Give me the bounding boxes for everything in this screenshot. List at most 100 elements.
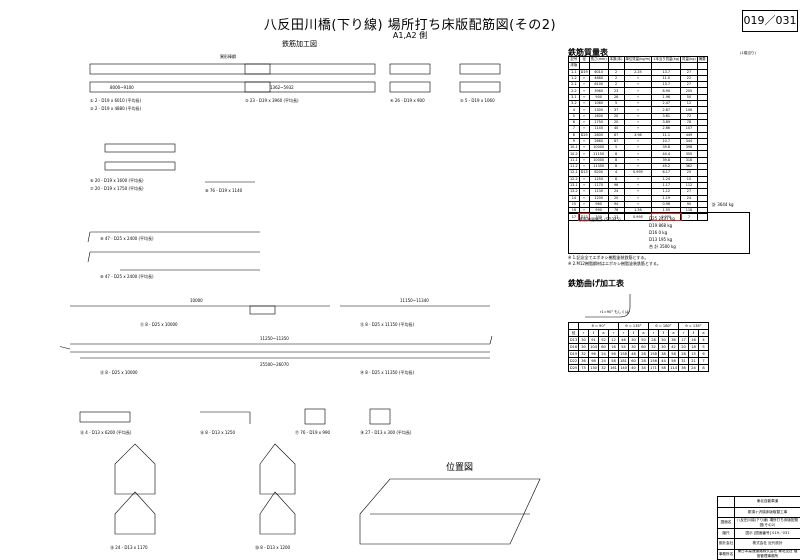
table-cell: 900	[588, 93, 609, 102]
rebar-bending-drawing: ① 2 - D19 x 6010 (平均長) ② 2 - D19 x 4880 …	[60, 53, 541, 550]
dim-6: 11250~11350	[260, 336, 289, 341]
table-cell: 36	[668, 336, 679, 344]
table-cell: 20	[678, 343, 689, 351]
table-cell: 46	[618, 336, 629, 344]
table-cell: 13-1	[568, 181, 580, 190]
table-cell: 17	[678, 336, 689, 344]
label-10: ⑩ 47 - D25 x 2400 (平均長)	[100, 273, 154, 279]
dim-1: 8000~9100	[110, 85, 134, 90]
title-block-key: 設計会社	[718, 539, 735, 549]
table-cell	[696, 74, 708, 83]
table-cell: 1750	[588, 118, 609, 127]
bend-col-header: r	[648, 329, 659, 337]
table-cell: 52	[598, 336, 609, 344]
table-cell	[696, 68, 708, 76]
table-cell: 24	[598, 357, 609, 365]
table-cell: 56	[608, 350, 619, 358]
bend-col-header: r	[608, 329, 619, 337]
table-cell: 4	[698, 336, 709, 344]
label-11: ⑪ 8 - D25 x 10000	[140, 321, 178, 327]
bend-col-header: a	[598, 329, 609, 337]
table-cell	[696, 100, 708, 108]
table-cell: 4880	[588, 74, 609, 83]
table-cell: 181	[618, 357, 629, 365]
summary-row: D25 2437 kg	[649, 216, 675, 221]
table-cell: 104	[588, 343, 599, 351]
title-block-value: 東日本高速道路株式会社 東北支社 福島管理事務所	[737, 549, 798, 559]
section-title: 鉄筋加工図	[282, 40, 317, 48]
table-cell: 38	[658, 350, 669, 358]
table-cell: 28	[638, 357, 649, 365]
table-cell: 6100	[588, 81, 609, 89]
summary-row: 合 計 3500 kg	[649, 244, 676, 249]
table-cell: 58	[658, 364, 669, 372]
title-block-value: 東北自動車道	[756, 499, 779, 504]
label-17: ⑰ 76 - D19 x 990	[295, 429, 331, 435]
table-cell: 2.47	[651, 100, 682, 108]
table-cell	[696, 93, 708, 102]
title-block-value: 図示 [図面番号] 019／031	[745, 530, 790, 535]
table-cell: 15	[688, 350, 699, 358]
table-cell: 91	[588, 336, 599, 344]
table-cell: 11-1	[568, 156, 580, 165]
table-cell: 30	[628, 336, 639, 344]
table-cell: 28	[638, 350, 649, 358]
bend-col-header: ℓ	[628, 329, 639, 337]
label-18: ⑱ 27 - D13 x 300 (平均長)	[360, 429, 412, 435]
title-block-key: 事務所名	[718, 549, 735, 559]
table-cell: D19	[568, 350, 579, 358]
table-cell: 12-1	[568, 169, 580, 177]
table-cell: 54	[618, 343, 629, 351]
bend-col-header: a	[668, 329, 679, 337]
table-cell: 300	[588, 213, 609, 221]
table-cell: 12-2	[568, 175, 580, 183]
summary-label: 鉄筋質量集計 (SD345)	[579, 217, 621, 222]
table-cell: 30	[658, 336, 669, 344]
table-cell: D22	[568, 357, 579, 365]
label-2: ② 2 - D19 x 4880 (平均長)	[90, 105, 141, 111]
dim-4: 11150~11340	[400, 298, 429, 303]
table-cell: 6010	[588, 68, 609, 76]
table-cell: 10-1	[568, 144, 580, 152]
table-cell: 30	[578, 336, 589, 344]
dim-2: 1362~5932	[270, 85, 294, 90]
title-block-key	[718, 497, 735, 507]
rebar-col-header: 長さ(mm)	[588, 55, 609, 64]
rebar-subtotal: 計 3644 kg	[712, 202, 734, 207]
table-cell: 32	[648, 343, 659, 351]
label-3: ③ 23 - D19 x 3960 (平均長)	[245, 97, 299, 103]
table-cell: D13	[568, 336, 579, 344]
label-19: ⑲ 24 - D13 x 1170	[110, 544, 148, 550]
table-cell: 24	[598, 350, 609, 358]
table-cell: 158	[648, 350, 659, 358]
label-20: ⑳ 8 - D13 x 1200	[255, 544, 291, 550]
table-cell: 58	[608, 357, 619, 365]
table-cell: 56	[668, 357, 679, 365]
rebar-col-header: 1本当り質量(kg)	[651, 55, 682, 64]
title-block-value: 那須ヶ沢橋床版取替工事	[747, 509, 788, 514]
table-row: 床版	[568, 62, 708, 70]
bend-col-header: ℓ	[658, 329, 669, 337]
bending-note: r1=90° もしくは	[600, 310, 629, 314]
rebar-table-title: 鉄筋質量表	[568, 48, 608, 57]
label-1: ① 2 - D19 x 6010 (平均長)	[90, 97, 141, 103]
label-6: ⑥ 20 - D19 x 1600 (平均長)	[90, 177, 144, 183]
table-cell: 130	[588, 364, 599, 372]
bend-col-header: a	[698, 329, 709, 337]
table-cell: 158	[618, 350, 629, 358]
table-cell: 60	[628, 357, 639, 365]
table-cell: 16	[688, 336, 699, 344]
table-cell: 7	[698, 357, 709, 365]
